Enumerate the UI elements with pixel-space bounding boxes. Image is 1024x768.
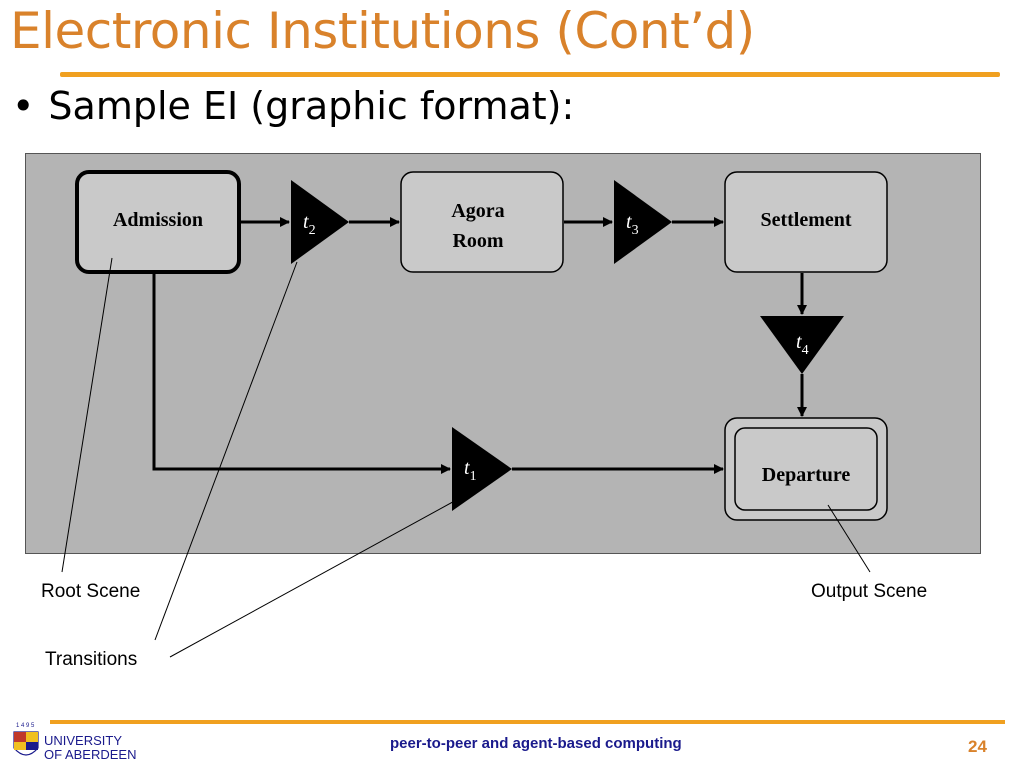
title-underline (60, 72, 1000, 77)
leader-root-scene (61, 257, 113, 573)
transition-t4-label: t4 (796, 331, 809, 358)
svg-text:1 4 9 5: 1 4 9 5 (16, 723, 35, 729)
annotation-output-scene: Output Scene (811, 581, 928, 602)
bullet-text: Sample EI (graphic format): (48, 84, 575, 128)
slide-title: Electronic Institutions (Cont’d) (10, 2, 755, 60)
scene-admission-label: Admission (113, 209, 203, 231)
transition-t2-triangle (291, 180, 349, 264)
leader-output-scene (827, 504, 871, 573)
transition-t1-triangle (452, 427, 512, 511)
wordmark-line1: UNIVERSITY (44, 733, 123, 748)
footer-course-title: peer-to-peer and agent-based computing (390, 735, 682, 752)
annotation-transitions: Transitions (45, 649, 138, 670)
scene-agora-label-line1: Agora (451, 200, 504, 222)
scene-agora-label-line2: Room (452, 230, 503, 252)
bullet-item: • Sample EI (graphic format): (12, 84, 574, 128)
scene-departure-outer-box (724, 417, 888, 521)
transition-t3-triangle (614, 180, 672, 264)
scene-settlement-box (724, 171, 888, 273)
leader-transitions-t1 (169, 497, 461, 658)
transition-t3-label: t3 (626, 211, 639, 238)
scene-settlement-label: Settlement (760, 209, 851, 231)
scene-departure-inner-box (734, 427, 878, 511)
university-crest-icon: 1 4 9 5 (13, 723, 39, 756)
footer-rule (50, 720, 1005, 724)
transition-t2-label: t2 (303, 211, 316, 238)
page-number: 24 (968, 737, 987, 756)
scene-departure-label: Departure (762, 464, 851, 486)
scene-admission-box (75, 170, 241, 274)
wordmark-line2: OF ABERDEEN (44, 747, 137, 762)
university-wordmark: UNIVERSITY OF ABERDEEN (44, 734, 136, 762)
arrow-admission-t1 (152, 273, 451, 474)
bullet-dot: • (12, 84, 35, 128)
scene-agora-room-box (400, 171, 564, 273)
transition-t4-triangle (760, 316, 844, 374)
annotation-root-scene: Root Scene (41, 581, 141, 602)
transition-t1-label: t1 (464, 457, 477, 484)
leader-transitions-t2 (154, 261, 298, 641)
